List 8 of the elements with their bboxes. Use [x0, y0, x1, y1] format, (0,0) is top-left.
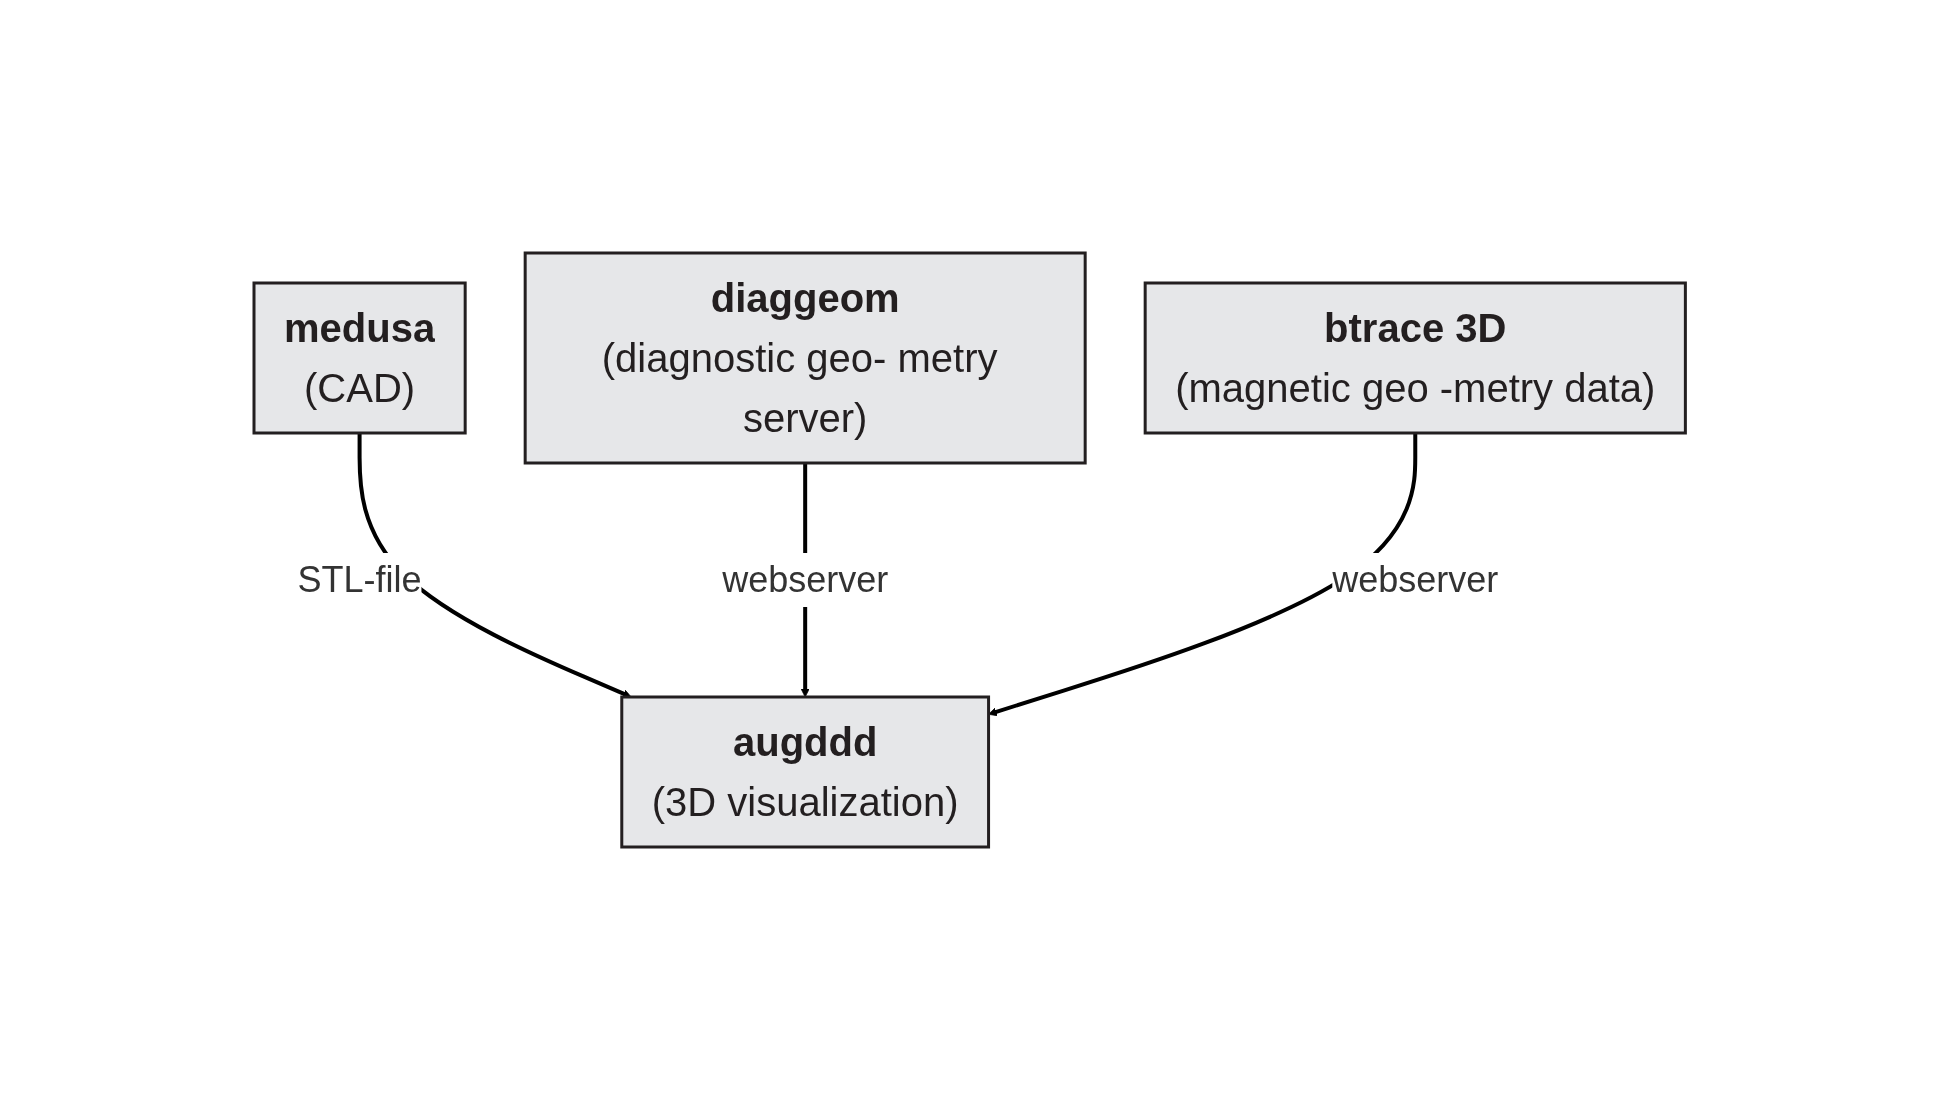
node-box: medusa (CAD): [252, 281, 467, 435]
arrow: [357, 433, 632, 698]
node-box: augddd (3D visualization): [620, 695, 990, 849]
edge-label: webserver: [721, 559, 889, 600]
node-box: btrace 3D (magnetic geo -metry data): [1143, 281, 1687, 435]
edge-label: STL-file: [297, 559, 422, 600]
edge-label: webserver: [1332, 559, 1499, 600]
node-box: diaggeom (diagnostic geo- metry server): [523, 251, 1087, 465]
